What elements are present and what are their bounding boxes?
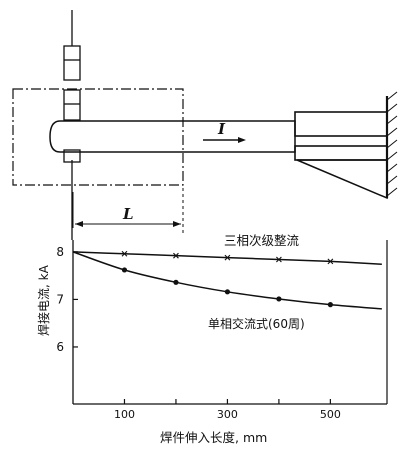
workpiece-bar: [49, 120, 296, 153]
y-axis-label: 焊接电流, kA: [36, 264, 51, 336]
grip-jaw-upper: [294, 111, 388, 137]
data-point-cross: [276, 256, 282, 263]
series-line-2: [72, 251, 382, 310]
y-tick-label: 7: [56, 292, 64, 306]
data-point-dot: [173, 279, 179, 285]
series-label-rectified: 三相次级整流: [224, 233, 300, 248]
length-symbol-label: L: [122, 205, 134, 223]
data-point-cross: [327, 258, 334, 265]
y-tick-label: 6: [56, 340, 64, 354]
data-point-cross: [121, 250, 128, 257]
grip-jaw-lower: [294, 145, 388, 161]
x-tick-label: 500: [320, 408, 341, 421]
setup-schematic: [12, 10, 398, 240]
clamp-block-lower: [63, 149, 81, 163]
data-point-cross: [173, 252, 179, 259]
y-tick-label: 8: [56, 245, 64, 259]
data-point-dot: [276, 296, 282, 302]
clamp-block-upper: [63, 45, 81, 81]
x-tick-label: 300: [217, 408, 238, 421]
current-symbol-label: I: [217, 120, 226, 138]
data-point-dot: [327, 302, 333, 308]
wall-hatching: [386, 91, 398, 197]
current-arrow-head: [238, 137, 246, 143]
series-label-ac: 单相交流式(60周): [208, 316, 305, 331]
data-point-cross: [224, 254, 231, 261]
data-point-dot: [224, 289, 231, 295]
current-vs-length-chart: 100 300 500 6 7 8: [56, 240, 388, 421]
data-point-dot: [121, 267, 128, 273]
x-tick-label: 100: [114, 408, 135, 421]
clamp-block-middle: [63, 89, 81, 121]
holder-outline: [12, 88, 184, 186]
x-axis-label: 焊件伸入长度, mm: [160, 430, 267, 445]
grip-jaw-wedge: [296, 159, 388, 200]
